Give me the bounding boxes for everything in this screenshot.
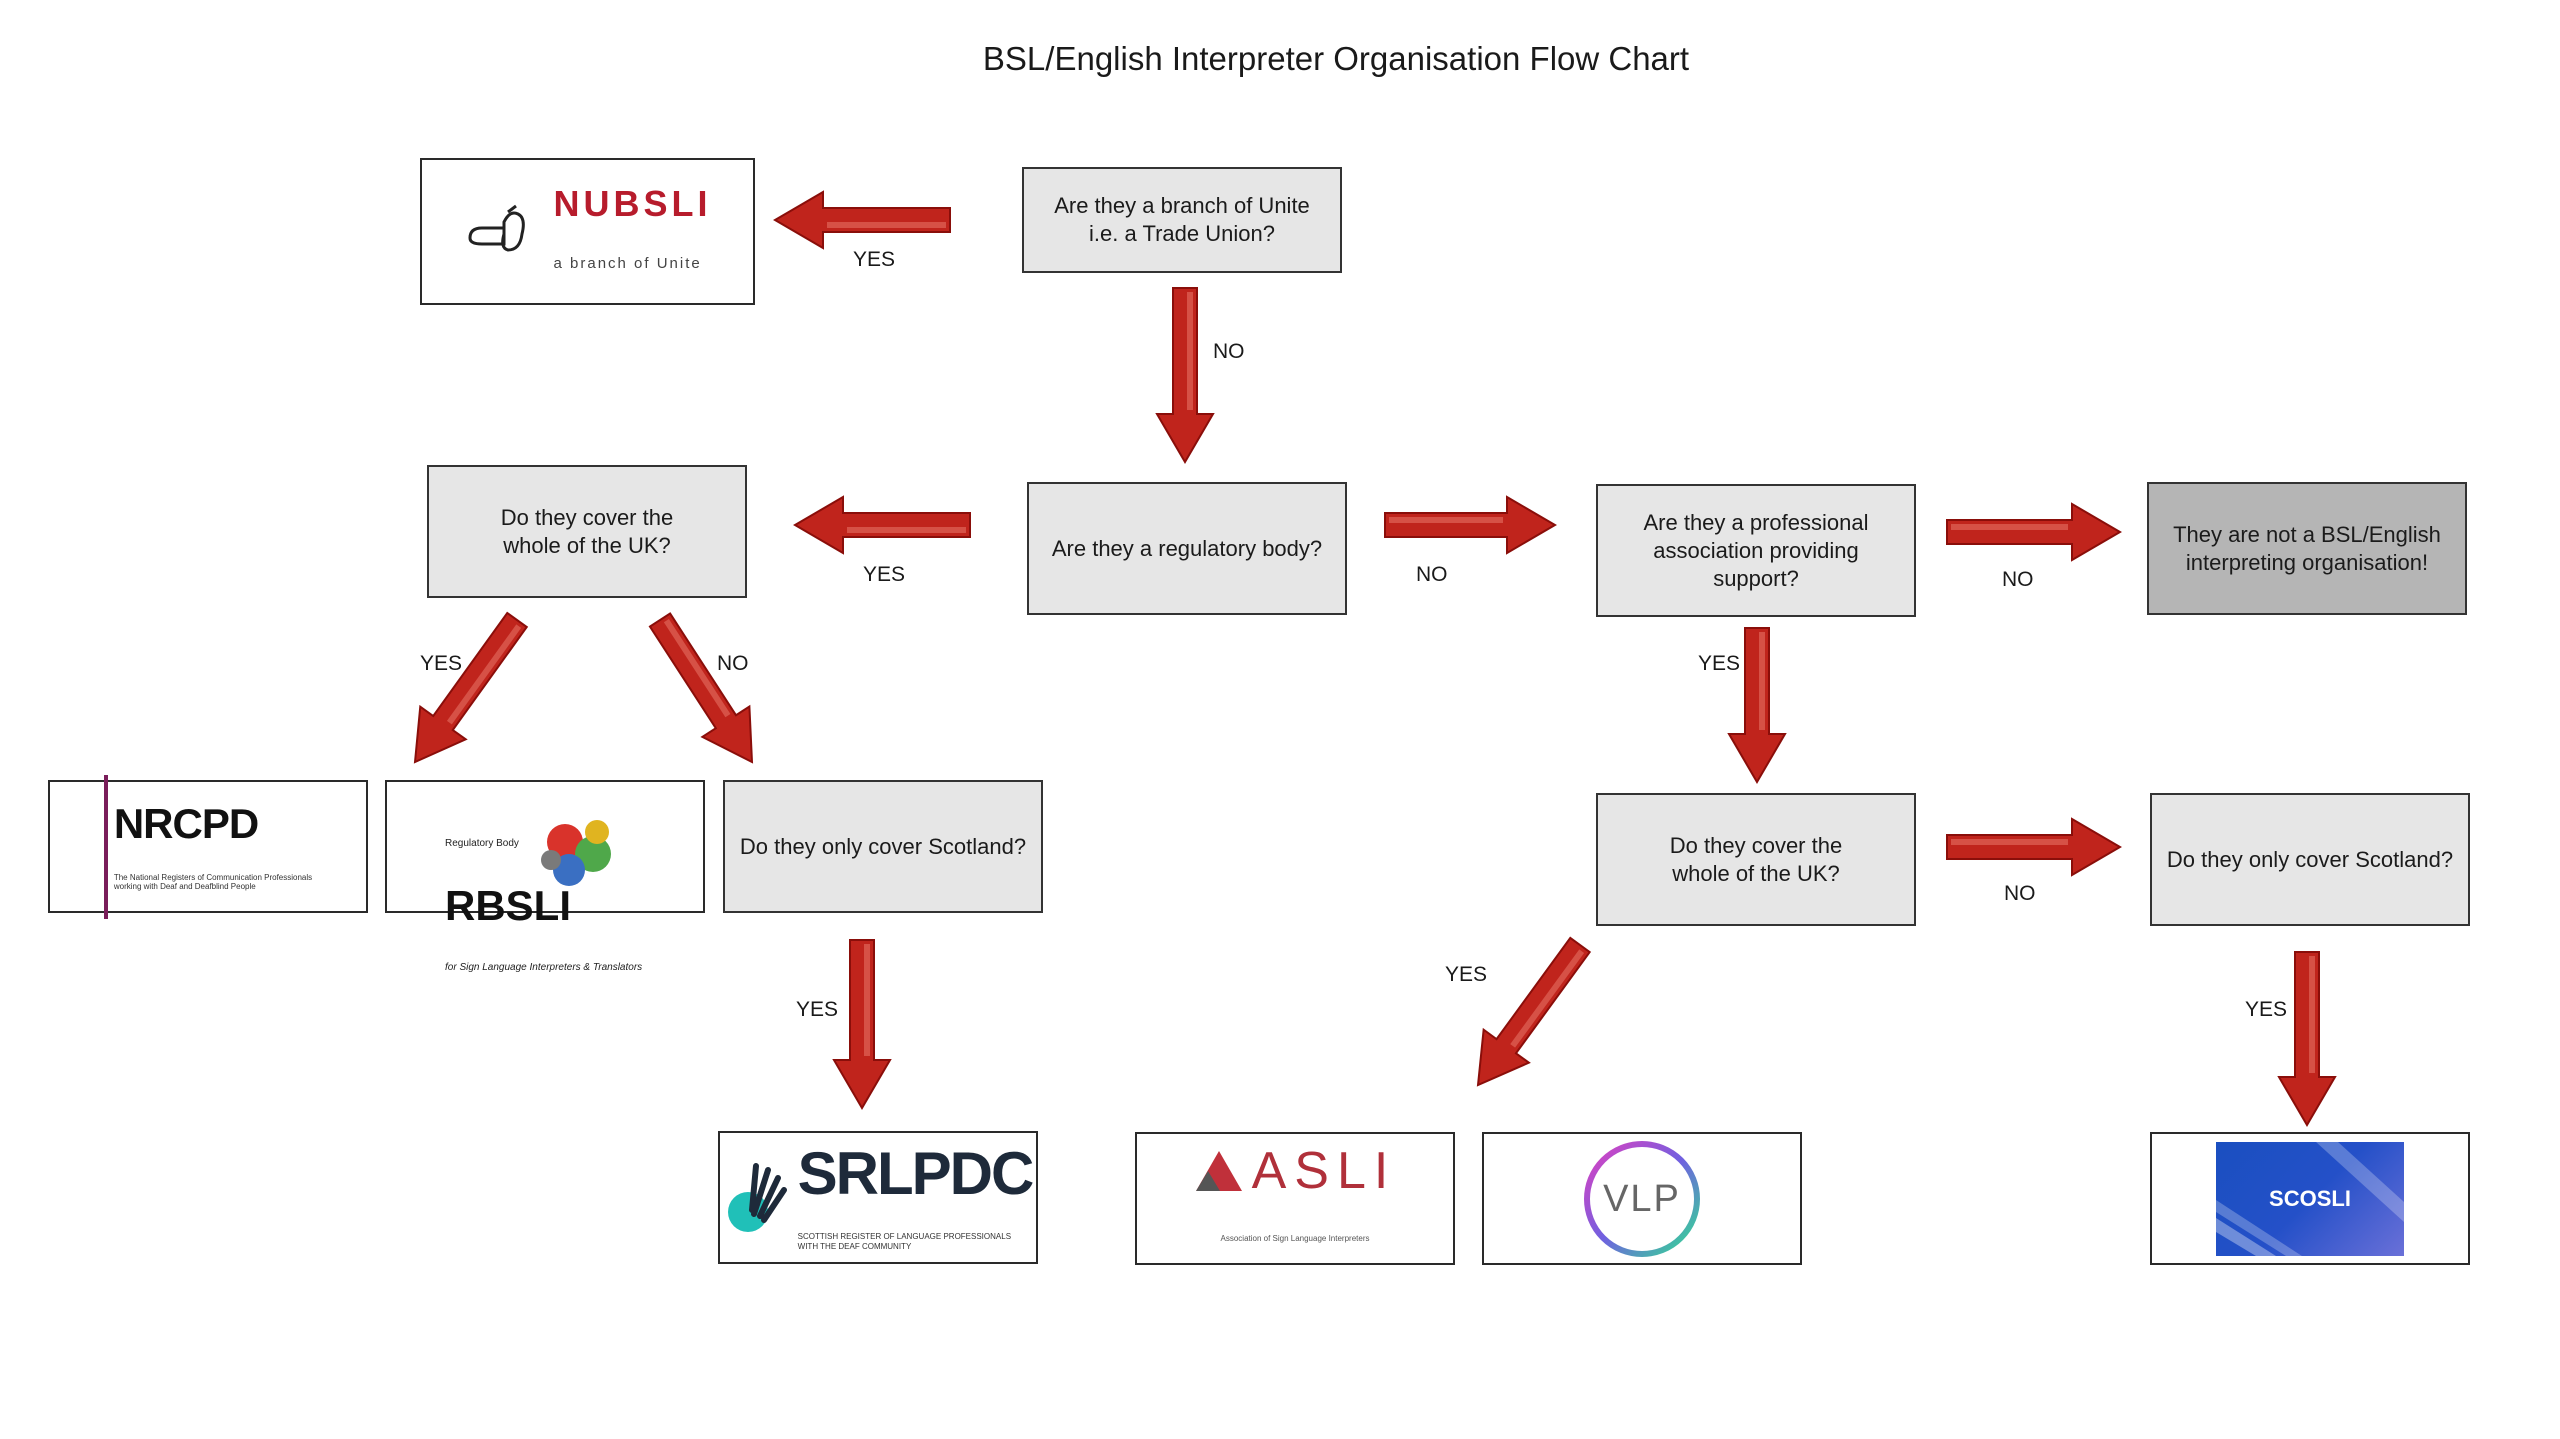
hands-icon bbox=[467, 204, 525, 252]
nrcpd-accent-bar bbox=[103, 774, 108, 919]
arrow-scotright-yes bbox=[2277, 951, 2337, 1127]
arrow-ukright-no-highlight bbox=[1951, 839, 2068, 845]
srlpdc-logo-name: SRLPDC bbox=[797, 1139, 1035, 1207]
arrow-unite-yes-shape bbox=[773, 190, 951, 250]
question-scotland-right: Do they only cover Scotland? bbox=[2150, 793, 2470, 926]
logo-box-scosli: SCOSLI bbox=[2150, 1132, 2470, 1265]
arrow-prof-no bbox=[1946, 502, 2122, 562]
arrow-prof-no-highlight bbox=[1951, 524, 2068, 530]
label-ukright-yes: YES bbox=[1445, 963, 1488, 986]
chart-title: BSL/English Interpreter Organisation Flo… bbox=[982, 40, 1690, 77]
vlp-logo-name: VLP bbox=[1603, 1177, 1681, 1220]
logo-box-rbsli: Regulatory Body RBSLI for Sign Language … bbox=[385, 780, 705, 973]
arrow-ukleft-no-highlight bbox=[663, 619, 731, 718]
arrow-regulatory-yes-highlight bbox=[847, 527, 966, 533]
hand-logo-icon bbox=[727, 1162, 787, 1232]
arrow-group bbox=[413, 190, 2337, 1127]
question-professional: Are they a professional association prov… bbox=[1596, 484, 1916, 617]
question-unite: Are they a branch of Unite i.e. a Trade … bbox=[1022, 167, 1342, 273]
not-organisation: They are not a BSL/English interpreting … bbox=[2147, 482, 2467, 615]
arrow-ukleft-yes bbox=[413, 611, 529, 764]
label-scotright-yes: YES bbox=[2245, 998, 2288, 1021]
puzzle-icon bbox=[541, 819, 611, 886]
arrow-ukright-no-shape bbox=[1946, 817, 2122, 877]
arrow-scotleft-yes-highlight bbox=[864, 944, 870, 1056]
arrow-unite-no-highlight bbox=[1187, 292, 1193, 410]
scosli-logo-name: SCOSLI bbox=[2269, 1185, 2351, 1211]
arrow-regulatory-no bbox=[1384, 495, 1557, 555]
arrow-prof-yes bbox=[1727, 627, 1787, 784]
arrow-scotleft-yes-shape bbox=[832, 939, 892, 1110]
label-ukleft-yes: YES bbox=[420, 652, 463, 675]
arrow-prof-yes-highlight bbox=[1759, 632, 1765, 730]
nrcpd-logo-name: NRCPD bbox=[113, 799, 259, 847]
label-unite-no: NO bbox=[1213, 340, 1245, 363]
arrow-scotright-yes-shape bbox=[2277, 951, 2337, 1127]
asli-logo-sub: Association of Sign Language Interpreter… bbox=[1220, 1233, 1370, 1243]
arrow-prof-yes-shape bbox=[1727, 627, 1787, 784]
ring-logo-icon bbox=[1584, 1140, 1700, 1257]
arrow-unite-yes-highlight bbox=[827, 222, 946, 228]
stripes-icon bbox=[2216, 1141, 2404, 1256]
label-ukleft-no: NO bbox=[717, 652, 749, 675]
logo-box-nubsli: NUBSLI a branch of Unite bbox=[420, 158, 755, 305]
logo-box-asli: ASLI Association of Sign Language Interp… bbox=[1135, 1132, 1455, 1265]
srlpdc-logo-sub: SCOTTISH REGISTER OF LANGUAGE PROFESSION… bbox=[797, 1231, 1012, 1251]
arrow-regulatory-no-shape bbox=[1384, 495, 1557, 555]
label-regulatory-no: NO bbox=[1416, 563, 1448, 586]
arrow-unite-no bbox=[1155, 287, 1215, 464]
label-unite-yes: YES bbox=[853, 248, 896, 271]
arrow-ukleft-no-shape bbox=[648, 612, 754, 764]
label-prof-no: NO bbox=[2002, 568, 2034, 591]
arrow-ukright-yes-highlight bbox=[1510, 949, 1585, 1048]
asli-logo-name: ASLI bbox=[1251, 1141, 1397, 1200]
question-whole-uk-left: Do they cover the whole of the UK? bbox=[427, 465, 747, 598]
logo-box-vlp: VLP bbox=[1482, 1132, 1802, 1265]
arrow-regulatory-no-highlight bbox=[1389, 517, 1503, 523]
label-scotleft-yes: YES bbox=[796, 998, 839, 1021]
rbsli-logo-sub: for Sign Language Interpreters & Transla… bbox=[445, 961, 643, 973]
label-prof-yes: YES bbox=[1698, 652, 1741, 675]
question-regulatory: Are they a regulatory body? bbox=[1027, 482, 1347, 615]
triangle-logo-icon bbox=[1195, 1150, 1242, 1191]
label-regulatory-yes: YES bbox=[863, 563, 906, 586]
arrow-prof-no-shape bbox=[1946, 502, 2122, 562]
arrow-ukright-yes bbox=[1476, 936, 1592, 1087]
arrow-ukleft-no bbox=[648, 612, 754, 764]
rbsli-logo-top: Regulatory Body bbox=[445, 837, 519, 849]
scosli-logo-tile: SCOSLI bbox=[2216, 1141, 2404, 1256]
nubsli-logo-name: NUBSLI bbox=[553, 182, 712, 224]
nrcpd-logo-sub: The National Registers of Communication … bbox=[113, 872, 313, 891]
logo-box-nrcpd: NRCPD The National Registers of Communic… bbox=[48, 774, 368, 919]
question-scotland-left: Do they only cover Scotland? bbox=[723, 780, 1043, 913]
arrow-unite-yes bbox=[773, 190, 951, 250]
arrow-ukright-no bbox=[1946, 817, 2122, 877]
arrow-ukleft-yes-highlight bbox=[446, 624, 522, 725]
arrow-regulatory-yes bbox=[793, 495, 971, 555]
arrow-unite-no-shape bbox=[1155, 287, 1215, 464]
nubsli-logo-sub: a branch of Unite bbox=[553, 254, 702, 272]
arrow-regulatory-yes-shape bbox=[793, 495, 971, 555]
label-ukright-no: NO bbox=[2004, 882, 2036, 905]
question-whole-uk-right: Do they cover the whole of the UK? bbox=[1596, 793, 1916, 926]
arrow-scotright-yes-highlight bbox=[2309, 956, 2315, 1073]
rbsli-logo-name: RBSLI bbox=[445, 881, 571, 929]
arrow-scotleft-yes bbox=[832, 939, 892, 1110]
logo-box-srlpdc: SRLPDC SCOTTISH REGISTER OF LANGUAGE PRO… bbox=[718, 1131, 1038, 1264]
